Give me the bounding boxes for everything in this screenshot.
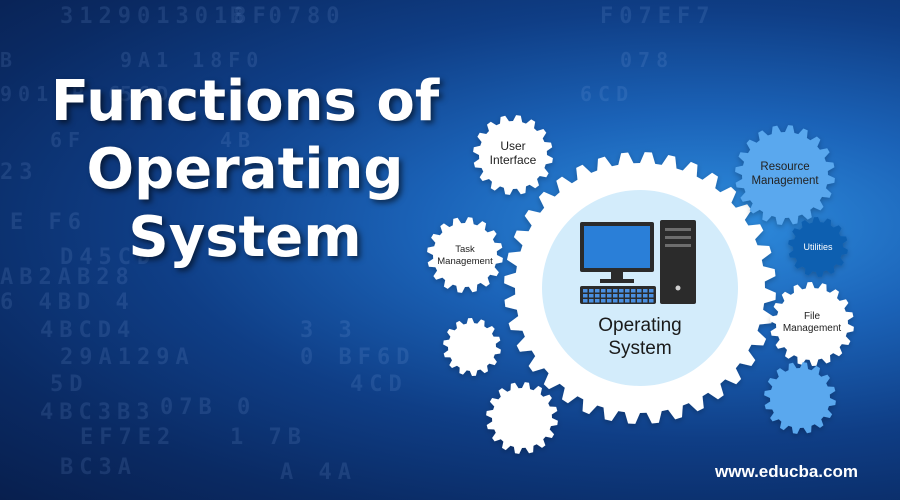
keyboard-key (607, 294, 612, 298)
keyboard-key (643, 294, 648, 298)
gear-shape (443, 318, 501, 376)
gear-label-line-1: Utilities (803, 242, 833, 252)
keyboard-key (589, 289, 594, 293)
keyboard-key (631, 294, 636, 298)
keyboard-key (589, 294, 594, 298)
tower-case (660, 220, 696, 304)
center-label-line-1: Operating (598, 315, 681, 336)
gear-label-line-1: Task (455, 244, 475, 255)
computer-icon (580, 220, 696, 304)
keyboard-key (637, 299, 642, 303)
monitor-screen (584, 226, 650, 268)
keyboard-key (589, 299, 594, 303)
gear-label-line-1: User (500, 139, 525, 153)
keyboard-key (619, 294, 624, 298)
gear-file-management: File Management (770, 282, 854, 366)
gear-label-line-2: Management (437, 256, 493, 267)
keyboard-key (601, 294, 606, 298)
gear-user-interface: User Interface (473, 115, 553, 195)
keyboard-key (637, 294, 642, 298)
keyboard-keys (583, 289, 654, 303)
tower-power-button (675, 285, 681, 291)
keyboard-key (649, 294, 654, 298)
gear-label-line-1: File (804, 311, 821, 322)
monitor-neck (611, 272, 623, 280)
keyboard-key (631, 289, 636, 293)
tower-slot (665, 244, 691, 247)
gear-shape (770, 282, 854, 366)
gear-utilities: Utilities (788, 217, 848, 277)
gear-small-blue-right (764, 362, 836, 434)
monitor-stand (600, 279, 634, 283)
title-line-1: Functions of (50, 69, 440, 134)
gear-shape (427, 217, 503, 293)
gear-shape (735, 125, 835, 225)
title-line-2: Operating (86, 137, 404, 202)
keyboard-key (583, 294, 588, 298)
gear-resource-management: Resource Management (735, 125, 835, 225)
gear-shape (486, 382, 558, 454)
keyboard-key (619, 289, 624, 293)
title-line-3: System (128, 205, 362, 270)
keyboard-key (595, 294, 600, 298)
gear-shape (764, 362, 836, 434)
keyboard-key (637, 289, 642, 293)
keyboard-key (595, 299, 600, 303)
keyboard-key (643, 299, 648, 303)
gear-shape (788, 217, 848, 277)
keyboard-key (649, 289, 654, 293)
keyboard-key (643, 289, 648, 293)
keyboard-key (607, 299, 612, 303)
gear-shape (473, 115, 553, 195)
keyboard-key (613, 299, 618, 303)
keyboard-key (613, 289, 618, 293)
keyboard-key (619, 299, 624, 303)
keyboard-key (601, 289, 606, 293)
keyboard-key (613, 294, 618, 298)
page-title: Functions of Operating System (20, 68, 470, 272)
keyboard-key (583, 299, 588, 303)
tower-slot (665, 228, 691, 231)
tower-slot (665, 236, 691, 239)
keyboard-key (625, 299, 630, 303)
gear-small-white-bottom (486, 382, 558, 454)
keyboard-key (625, 294, 630, 298)
keyboard-key (601, 299, 606, 303)
gear-small-white-left (443, 318, 501, 376)
keyboard-key (607, 289, 612, 293)
keyboard-key (631, 299, 636, 303)
keyboard-key (649, 299, 654, 303)
keyboard-key (625, 289, 630, 293)
keyboard-key (595, 289, 600, 293)
gear-task-management: Task Management (427, 217, 503, 293)
center-label-line-2: System (608, 338, 671, 359)
gear-label-line-2: Interface (490, 153, 537, 167)
gear-label-line-2: Management (783, 323, 842, 334)
gear-label-line-2: Management (751, 175, 819, 187)
gear-label-line-1: Resource (760, 161, 809, 173)
website-url: www.educba.com (715, 462, 858, 481)
keyboard-key (583, 289, 588, 293)
